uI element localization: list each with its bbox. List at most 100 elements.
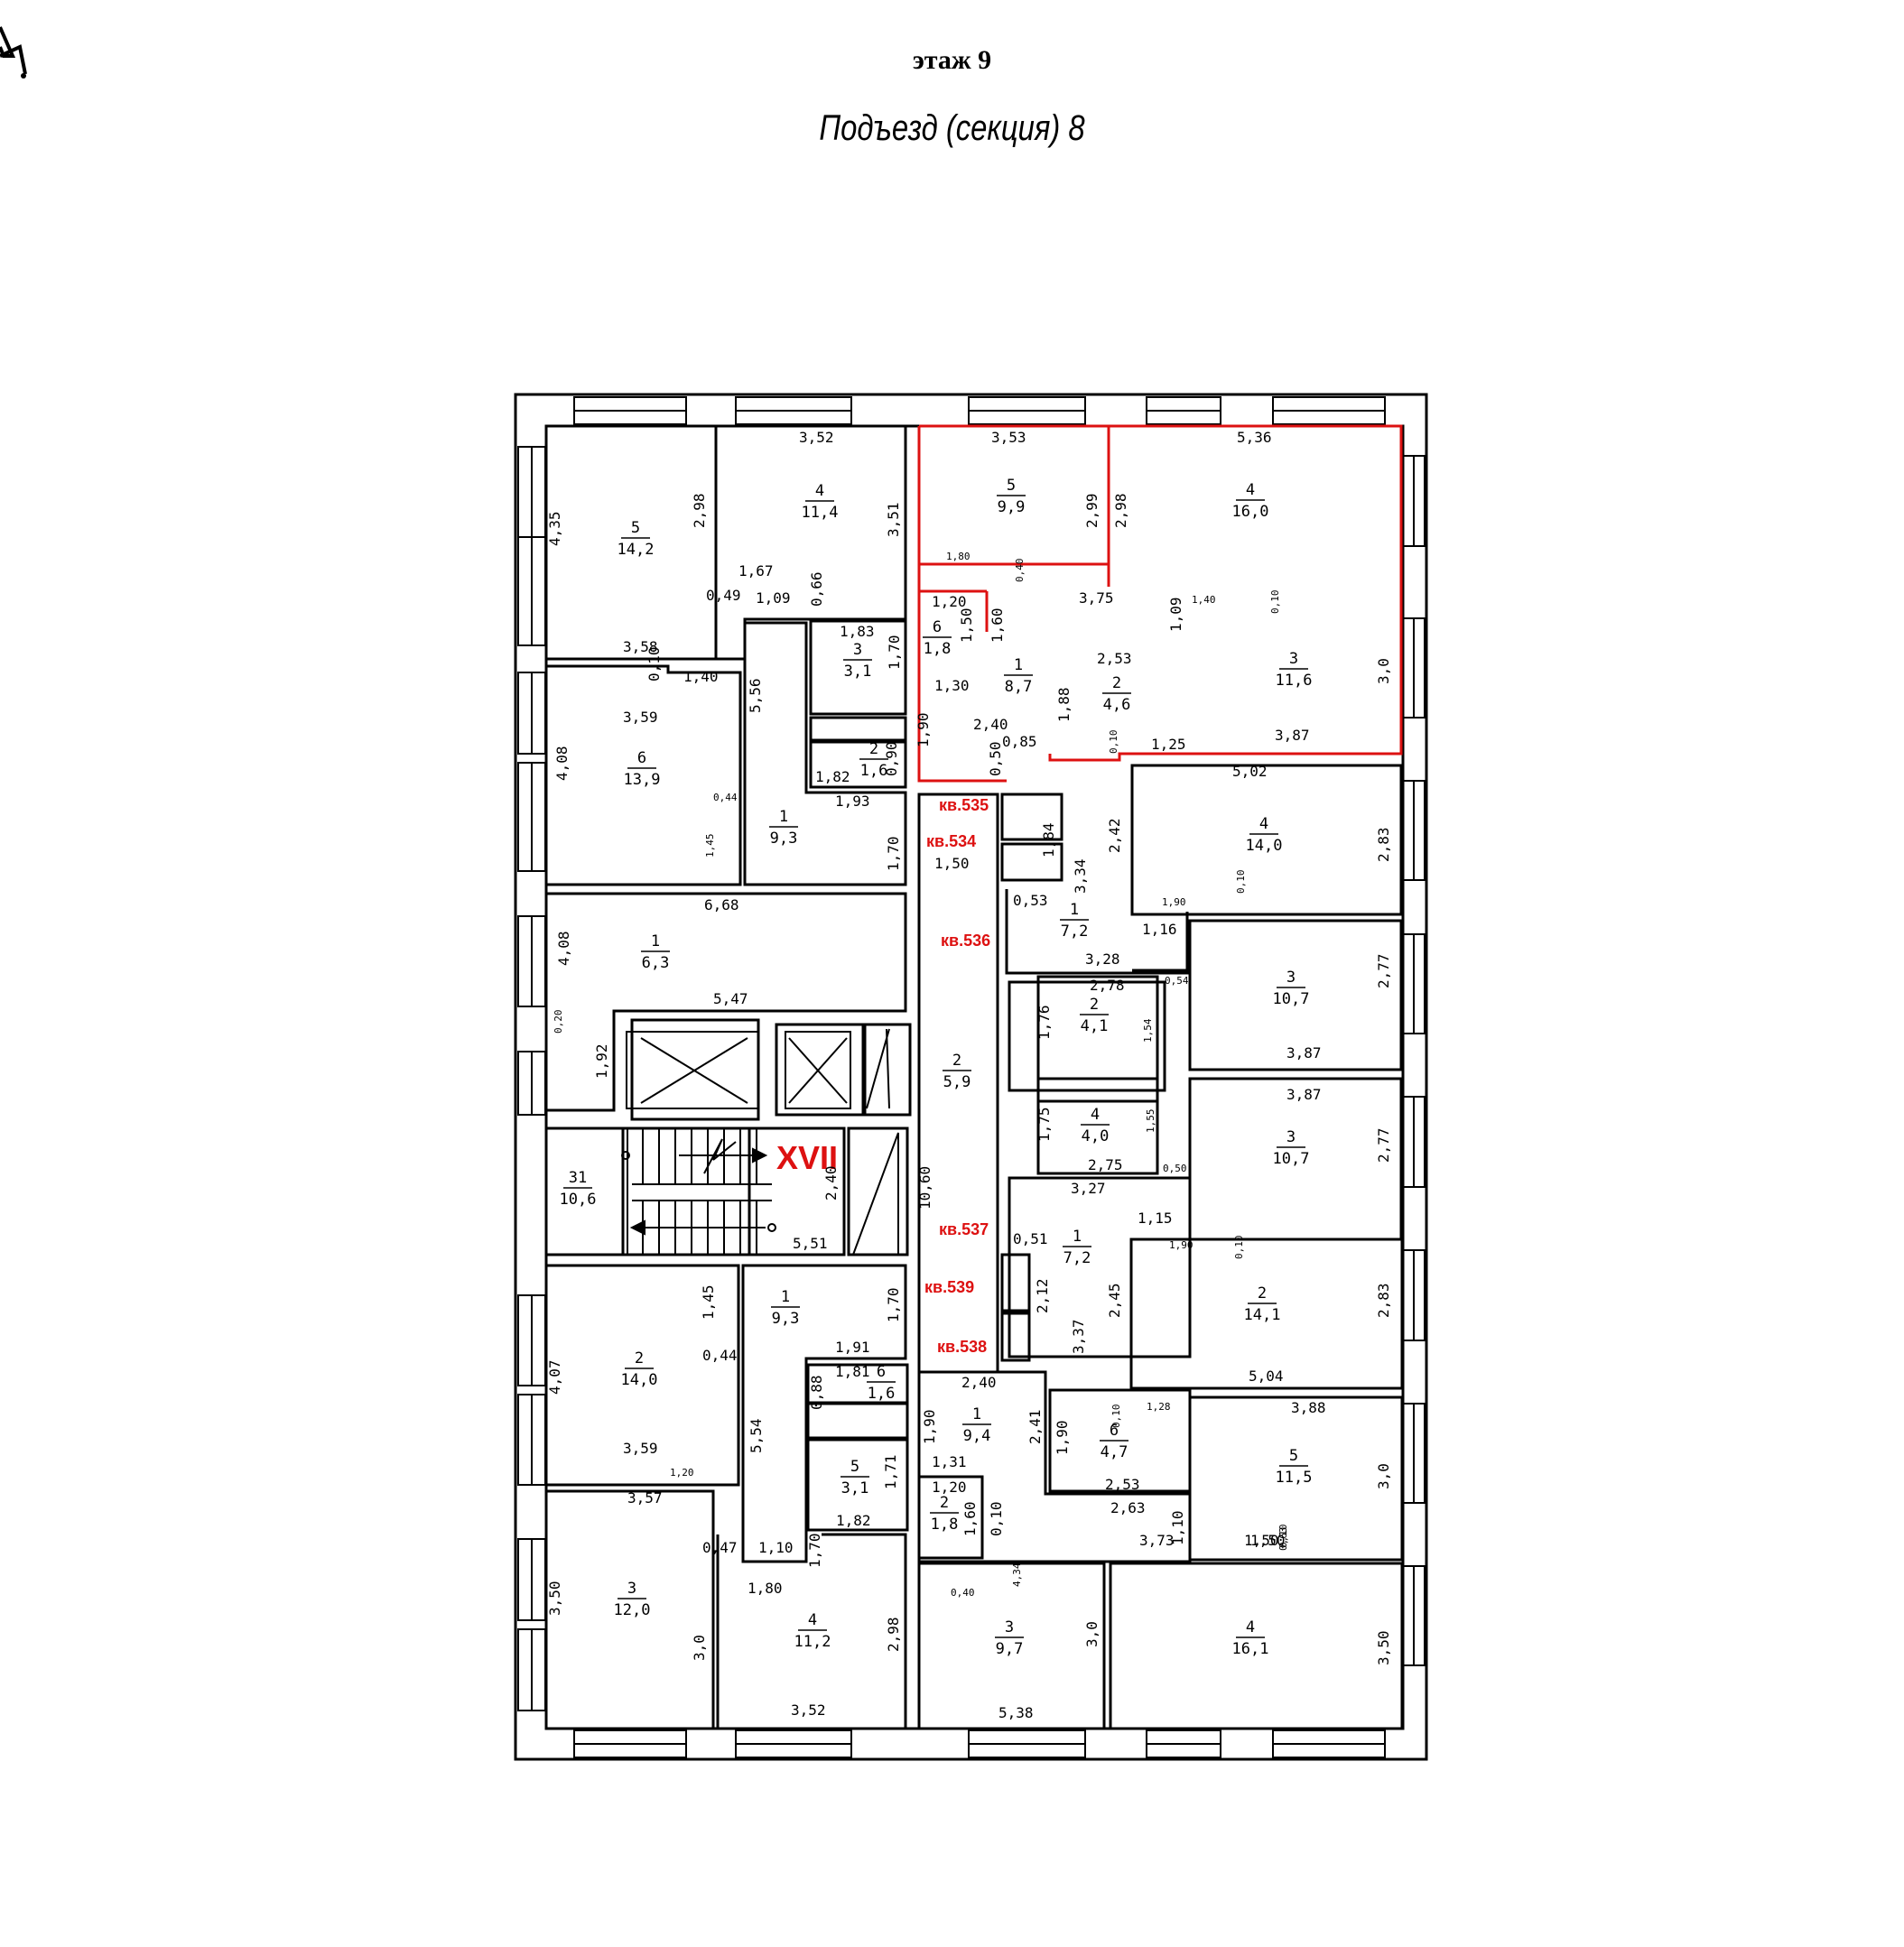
- dimension-label: 2,98: [691, 493, 708, 528]
- room-number: 1: [779, 808, 788, 826]
- room-label: 310,7: [1273, 969, 1310, 1008]
- room-area: 14,1: [1244, 1306, 1281, 1324]
- dimension-label: 1,76: [1036, 1005, 1053, 1040]
- dimension-label: 1,83: [840, 623, 875, 640]
- outer-wall: [514, 393, 1428, 1761]
- dimension-label: 4,35: [546, 511, 563, 546]
- dimension-label: 5,38: [998, 1704, 1034, 1721]
- dimension-label: 1,50: [1250, 1532, 1286, 1549]
- room-label: 19,3: [771, 1288, 800, 1328]
- dimension-label: 3,57: [627, 1489, 663, 1507]
- room-area: 14,0: [1246, 837, 1283, 855]
- room-number: 1: [1014, 656, 1023, 674]
- dimension-label: 0,47: [702, 1539, 738, 1556]
- dimension-label: 1,82: [836, 1512, 871, 1529]
- room-number: 1: [1073, 1228, 1082, 1246]
- dimension-label: 1,50: [934, 855, 970, 872]
- dimension-label: 1,50: [1244, 1532, 1279, 1549]
- room-area: 8,7: [1005, 678, 1033, 696]
- dimension-label: 1,45: [700, 1284, 717, 1320]
- room-label: 21,8: [930, 1494, 959, 1534]
- dimension-label: 5,54: [748, 1418, 765, 1453]
- dimension-label: 3,37: [1070, 1319, 1087, 1354]
- dimension-label: 1,81: [835, 1363, 870, 1380]
- dimension-label: 0,40: [951, 1587, 975, 1599]
- dimension-label: 2,40: [961, 1374, 997, 1391]
- room-label: 214,0: [621, 1349, 658, 1389]
- dimension-label: 1,80: [946, 551, 971, 562]
- room-label: 411,2: [794, 1611, 831, 1651]
- dimension-label: 0,66: [808, 571, 825, 607]
- dimension-label: 2,75: [1088, 1156, 1123, 1173]
- room-area: 12,0: [614, 1601, 651, 1619]
- dimension-label: 1,67: [738, 562, 774, 579]
- room-area: 14,2: [618, 541, 655, 559]
- dimension-label: 1,92: [593, 1043, 610, 1079]
- apartment-label-534: кв.534: [926, 832, 976, 850]
- dimension-label: 2,98: [1112, 493, 1129, 528]
- dimension-label: 1,90: [1169, 1239, 1193, 1251]
- dimension-label: 0,40: [1014, 559, 1026, 583]
- dimension-label: 1,88: [1055, 687, 1073, 722]
- room-label: 53,1: [841, 1458, 869, 1497]
- room-area: 1,6: [860, 762, 888, 780]
- room-label: 25,9: [943, 1052, 971, 1091]
- apartment-label-536: кв.536: [941, 932, 990, 950]
- apartment-label-535: кв.535: [939, 796, 989, 814]
- room-label: 511,5: [1276, 1447, 1313, 1487]
- room-area: 6,3: [642, 954, 670, 972]
- room-number: 2: [1090, 996, 1099, 1014]
- dimension-label: 1,90: [921, 1409, 938, 1444]
- room-number: 3: [627, 1580, 636, 1598]
- dimension-label: 3,28: [1085, 950, 1120, 968]
- dimension-label: 2,78: [1090, 977, 1125, 994]
- room-label: 39,7: [995, 1618, 1024, 1658]
- room-number: 2: [869, 740, 878, 758]
- room-number: 31: [569, 1169, 587, 1187]
- apartment-labels: кв.535 кв.534 кв.536 кв.537 кв.539 кв.53…: [924, 796, 990, 1356]
- dimension-label: 1,71: [882, 1454, 899, 1489]
- room-number: 1: [1070, 901, 1079, 919]
- dimension-label: 2,12: [1034, 1278, 1051, 1313]
- dimension-label: 3,50: [546, 1581, 563, 1616]
- dimension-label: 0,51: [1013, 1230, 1048, 1247]
- dimension-label: 3,58: [623, 638, 658, 655]
- dimension-label: 3,0: [1375, 658, 1392, 684]
- dimension-label: 1,93: [835, 793, 870, 810]
- room-number: 6: [637, 749, 646, 767]
- room-area: 16,0: [1232, 503, 1269, 521]
- room-number: 2: [635, 1349, 644, 1368]
- dimension-label: 0,53: [1013, 892, 1048, 909]
- room-area: 11,2: [794, 1633, 831, 1651]
- dimension-label: 1,28: [1147, 1401, 1171, 1413]
- room-label: 44,0: [1081, 1106, 1110, 1145]
- dimension-label: 0,10: [988, 1501, 1005, 1536]
- dimension-label: 1,45: [704, 834, 716, 858]
- room-area: 4,0: [1082, 1127, 1110, 1145]
- room-label: 514,2: [618, 519, 655, 559]
- room-area: 4,7: [1101, 1443, 1128, 1461]
- dimension-label: 1,60: [989, 607, 1006, 643]
- north-arrow-icon: [0, 26, 27, 79]
- room-label: 310,7: [1273, 1128, 1310, 1168]
- dimension-label: 5,51: [793, 1235, 828, 1252]
- dimension-label: 1,16: [1142, 921, 1177, 938]
- dimension-label: 2,99: [1083, 493, 1101, 528]
- room-walls: [544, 424, 1404, 1730]
- dimension-label: 4,08: [553, 746, 571, 781]
- dimension-label: 3,73: [1139, 1532, 1175, 1549]
- dimension-label: 2,83: [1375, 827, 1392, 862]
- room-area: 7,2: [1061, 923, 1089, 941]
- dimension-label: 3,87: [1286, 1044, 1322, 1062]
- room-label: 411,4: [802, 482, 839, 522]
- dimension-label: 0,10: [1235, 870, 1247, 895]
- dimension-label: 2,53: [1097, 650, 1132, 667]
- room-area: 4,1: [1081, 1017, 1109, 1035]
- dimension-label: 5,02: [1232, 763, 1268, 780]
- dimension-label: 0,10: [1233, 1236, 1245, 1260]
- room-number: 5: [850, 1458, 859, 1476]
- dimension-label: 1,15: [1138, 1210, 1173, 1227]
- room-number: 6: [1110, 1422, 1119, 1440]
- room-area: 10,7: [1273, 1150, 1310, 1168]
